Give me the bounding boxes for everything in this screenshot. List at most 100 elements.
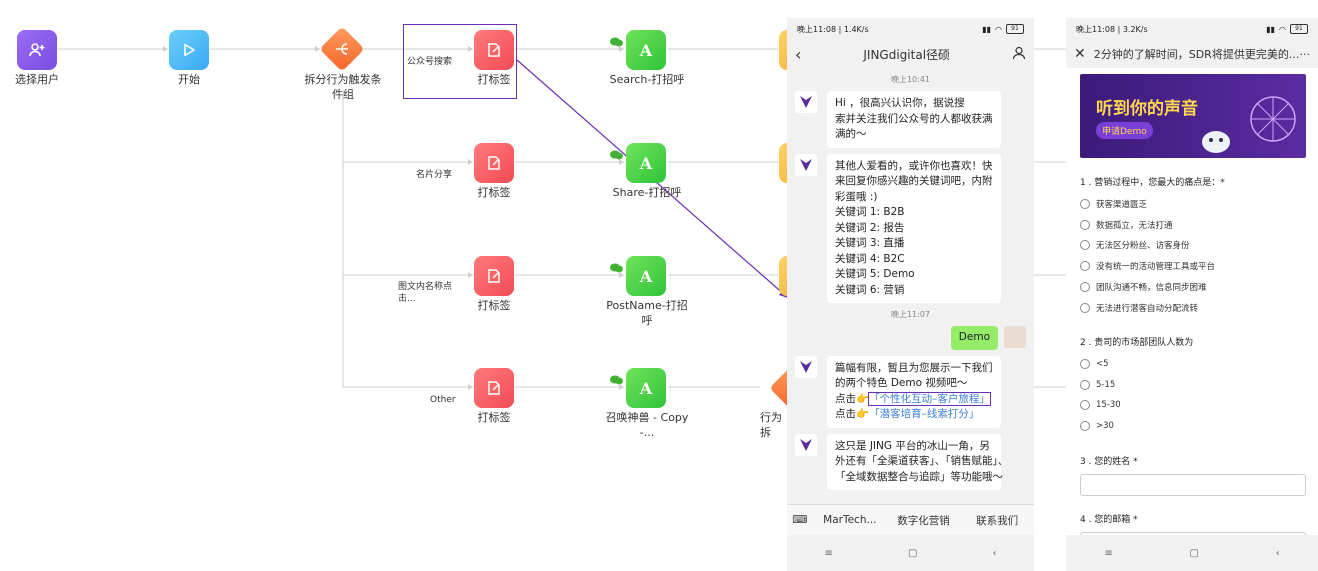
behavior-split-label: 行为拆 [760, 411, 782, 439]
close-icon[interactable]: ✕ [1074, 46, 1086, 62]
status-time: 晚上11:08 | 3.2K/s [1076, 24, 1148, 34]
select-user-node[interactable] [17, 30, 57, 70]
back-nav-icon[interactable]: ‹ [1275, 547, 1280, 559]
name-field[interactable] [1080, 474, 1306, 496]
branch-label-4: Other [430, 395, 456, 405]
message-line: 关键词 2: 报告 [835, 221, 905, 234]
menu-icon[interactable]: ≡ [824, 547, 833, 559]
message-line: Hi ，很高兴认识你，据说搜 [835, 97, 965, 109]
radio-icon[interactable] [1080, 261, 1090, 271]
q2-option[interactable]: >30 [1080, 421, 1114, 431]
form-title: 2分钟的了解时间，SDR将提供更完美的... [1093, 48, 1300, 61]
q1-option[interactable]: 无法进行潜客自动分配流转 [1080, 302, 1198, 314]
wifi-icon: ◠ [1279, 24, 1286, 34]
radio-icon[interactable] [1080, 240, 1090, 250]
profile-icon[interactable] [1012, 46, 1026, 63]
q2-option[interactable]: 15-30 [1080, 400, 1121, 410]
option-label: 无法进行潜客自动分配流转 [1096, 304, 1199, 314]
jing-logo-avatar [795, 355, 817, 378]
battery-icon: 91 [1006, 24, 1024, 34]
status-bar: 晚上11:08 | 1.4K/s ▮▮◠91 [787, 18, 1034, 40]
message-line: 满的～ [835, 128, 867, 140]
q1-option[interactable]: 数据孤立，无法打通 [1080, 219, 1173, 231]
radio-icon[interactable] [1080, 303, 1090, 313]
android-nav-bar: ≡ ▢ ‹ [1066, 535, 1318, 571]
message-line: 彩蛋哦 :) [835, 190, 878, 203]
apply-demo-badge[interactable]: 申请Demo [1096, 122, 1153, 139]
tag-node-1[interactable] [474, 30, 514, 70]
mascot-icon [1202, 131, 1230, 153]
form-phone-screen: 晚上11:08 | 3.2K/s ▮▮◠91 ✕ 2分钟的了解时间，SDR将提供… [1066, 18, 1318, 571]
message-line: 点击👉「潜客培育–线索打分」 [835, 407, 993, 423]
battery-icon: 91 [1290, 24, 1308, 34]
menu-item-contact[interactable]: 联系我们 [976, 514, 1019, 527]
tag-label-1: 打标签 [477, 73, 511, 86]
my-message-row: Demo [795, 326, 1026, 350]
radio-icon[interactable] [1080, 421, 1090, 431]
text-a-icon: A [639, 378, 653, 398]
option-label: 获客渠道匮乏 [1096, 200, 1148, 210]
message-bubble: 这只是 JING 平台的冰山一角，另 外还有「全渠道获客」、「销售赋能」、 「全… [827, 433, 1008, 490]
tag-node-4[interactable] [474, 368, 514, 408]
radio-icon[interactable] [1080, 359, 1090, 369]
question-2: 2 . 贵司的市场部团队人数为 [1080, 338, 1194, 348]
menu-icon[interactable]: ≡ [1104, 547, 1113, 559]
start-label: 开始 [178, 73, 200, 86]
greet-label-3: PostName-打招呼 [606, 299, 688, 327]
radio-icon[interactable] [1080, 199, 1090, 209]
option-label: >30 [1096, 421, 1114, 431]
q2-option[interactable]: <5 [1080, 359, 1109, 369]
text-a-icon: A [639, 266, 653, 286]
greet-node-2[interactable]: A [626, 143, 666, 183]
radio-icon[interactable] [1080, 400, 1090, 410]
back-icon[interactable]: ‹ [795, 44, 802, 64]
status-bar: 晚上11:08 | 3.2K/s ▮▮◠91 [1066, 18, 1318, 40]
home-icon[interactable]: ▢ [1189, 547, 1199, 559]
q2-option[interactable]: 5-15 [1080, 380, 1115, 390]
back-nav-icon[interactable]: ‹ [992, 547, 997, 559]
message-bubble: 篇幅有限，暂且为您展示一下我们 的两个特色 Demo 视频吧～ 点击👉「个性化互… [827, 355, 1001, 428]
form-header: ✕ 2分钟的了解时间，SDR将提供更完美的... ··· [1066, 40, 1318, 68]
lead-scoring-link[interactable]: 「潜客培育–线索打分」 [869, 408, 980, 420]
user-avatar [1004, 326, 1026, 348]
start-node[interactable] [169, 30, 209, 70]
tag-node-3[interactable] [474, 256, 514, 296]
q1-option[interactable]: 没有统一的活动管理工具或平台 [1080, 260, 1215, 272]
message-line: 关键词 6: 营销 [835, 283, 905, 296]
jing-logo-avatar [795, 91, 817, 113]
text-a-icon: A [639, 40, 653, 60]
message-bubble: 其他人爱看的，或许你也喜欢！快 来回复你感兴趣的关键词吧，内附 彩蛋哦 :) 关… [827, 153, 1001, 303]
tag-edit-icon [488, 156, 500, 170]
message-row: 这只是 JING 平台的冰山一角，另 外还有「全渠道获客」、「销售赋能」、 「全… [795, 433, 1026, 490]
select-user-label: 选择用户 [15, 73, 59, 86]
tag-node-2[interactable] [474, 143, 514, 183]
time-separator: 晚上10:41 [890, 75, 931, 84]
jing-logo-avatar [795, 153, 817, 176]
point-prefix: 点击👉 [835, 392, 870, 405]
radio-icon[interactable] [1080, 282, 1090, 292]
my-message-bubble: Demo [950, 326, 998, 350]
message-line: 来回复你感兴趣的关键词吧，内附 [835, 175, 993, 187]
menu-item-digital-marketing[interactable]: 数字化营销 [897, 514, 950, 527]
menu-item-martech[interactable]: MarTech... [823, 514, 877, 526]
home-icon[interactable]: ▢ [907, 547, 918, 559]
q1-option[interactable]: 无法区分粉丝、访客身份 [1080, 239, 1190, 251]
radio-icon[interactable] [1080, 380, 1090, 390]
message-line: 其他人爱看的，或许你也喜欢！快 [835, 159, 993, 172]
greet-node-4[interactable]: A [626, 368, 666, 408]
android-nav-bar: ≡ ▢ ‹ [787, 535, 1034, 571]
more-icon[interactable]: ··· [1299, 47, 1311, 61]
greet-node-3[interactable]: A [626, 256, 666, 296]
banner-title: 听到你的声音 [1096, 99, 1198, 119]
option-label: 5-15 [1096, 380, 1116, 390]
time-separator: 晚上11:07 [890, 310, 931, 319]
keyboard-icon[interactable]: ⌨ [792, 514, 808, 526]
q1-option[interactable]: 获客渠道匮乏 [1080, 198, 1147, 210]
q1-option[interactable]: 团队沟通不畅，信息同步困难 [1080, 281, 1207, 293]
radio-icon[interactable] [1080, 220, 1090, 230]
tag-edit-icon [488, 269, 500, 283]
customer-journey-link[interactable]: 「个性化互动–客户旅程」 [868, 391, 991, 406]
play-icon [184, 43, 195, 57]
greet-node-1[interactable]: A [626, 30, 666, 70]
